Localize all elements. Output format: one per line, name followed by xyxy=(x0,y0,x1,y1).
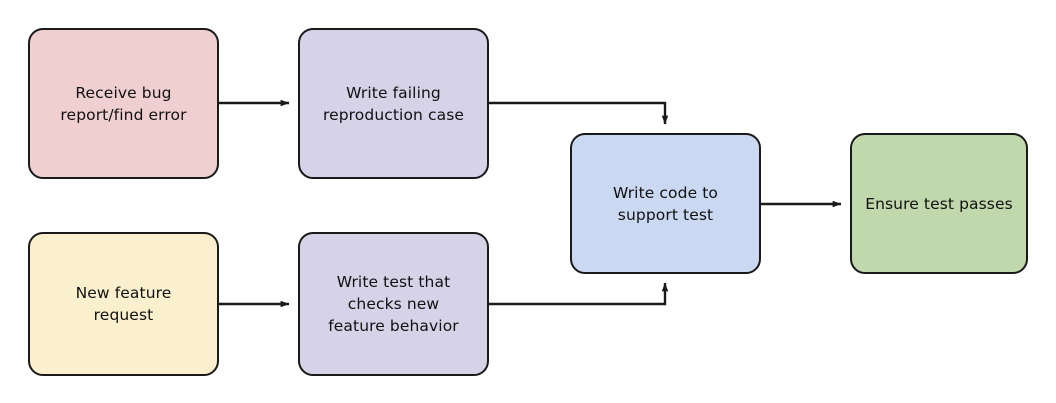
edge-failing-to-code xyxy=(489,101,669,125)
node-label: Write test that checks new feature behav… xyxy=(328,273,459,335)
node-write-test-checks-new-feature-behavior[interactable]: Write test that checks new feature behav… xyxy=(298,232,489,376)
edge-test-to-code xyxy=(489,282,669,306)
node-write-code-to-support-test[interactable]: Write code to support test xyxy=(570,133,761,274)
node-new-feature-request[interactable]: New feature request xyxy=(28,232,219,376)
node-label: Ensure test passes xyxy=(865,194,1013,213)
node-label: Receive bug report/find error xyxy=(60,83,187,124)
node-receive-bug-report[interactable]: Receive bug report/find error xyxy=(28,28,219,179)
node-label: New feature request xyxy=(75,284,172,324)
node-label: Write failing reproduction case xyxy=(322,83,465,124)
node-write-failing-reproduction-case[interactable]: Write failing reproduction case xyxy=(298,28,489,179)
node-ensure-test-passes[interactable]: Ensure test passes xyxy=(850,133,1028,274)
node-label: Write code to support test xyxy=(612,183,719,224)
